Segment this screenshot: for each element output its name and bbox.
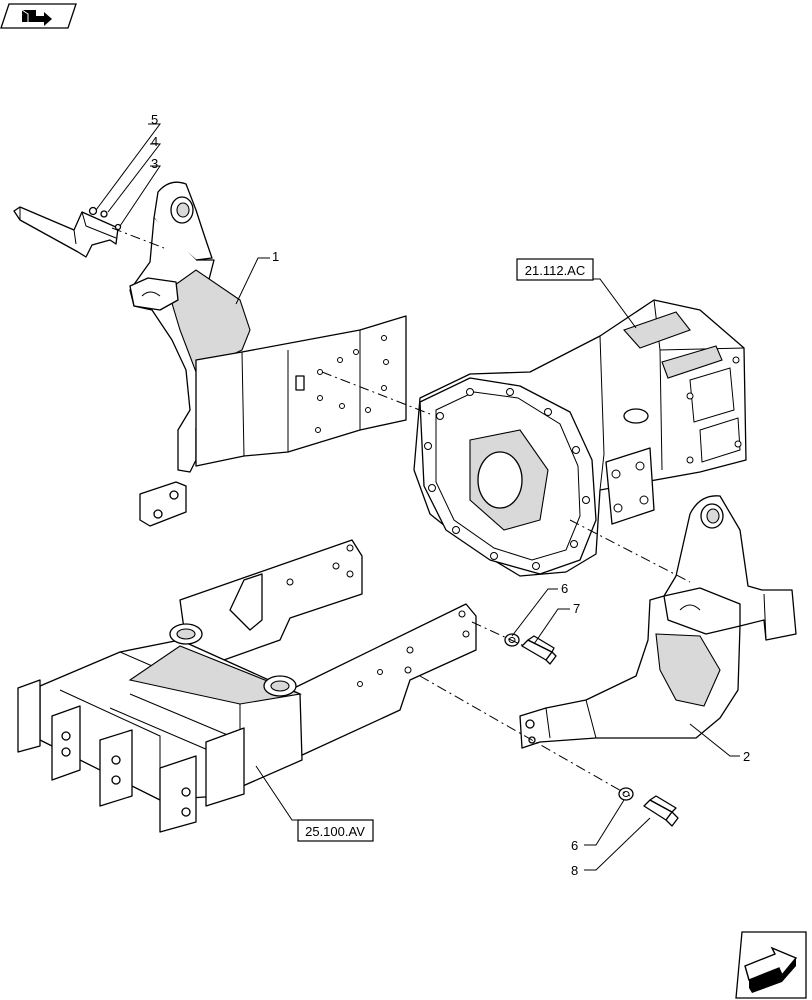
callout-numbers: 5 4 3 1 2 6 7 6 8 [151, 112, 750, 878]
reference-label-transmission: 21.112.AC [525, 263, 585, 278]
callout-1: 1 [272, 249, 279, 264]
front-frame-assembly [17, 539, 477, 833]
left-support-bracket-part-1 [129, 181, 407, 527]
transmission-housing [413, 299, 747, 577]
reference-box-transmission[interactable]: 21.112.AC [516, 258, 594, 281]
callout-6-lower: 6 [571, 838, 578, 853]
right-support-bracket-part-2 [519, 495, 797, 749]
next-page-arrow-icon[interactable] [735, 931, 807, 999]
book-arrow-icon[interactable] [0, 3, 77, 29]
callout-6-upper: 6 [561, 581, 568, 596]
reference-label-frame: 25.100.AV [305, 824, 365, 839]
callout-8: 8 [571, 863, 578, 878]
assembly-centerlines [111, 227, 691, 797]
bolt-part-8 [643, 795, 679, 827]
callout-4: 4 [151, 134, 158, 149]
callout-5: 5 [151, 112, 158, 127]
callout-2: 2 [743, 749, 750, 764]
reference-box-frame[interactable]: 25.100.AV [297, 819, 374, 842]
callout-3: 3 [151, 156, 158, 171]
small-bracket-part-3 [13, 206, 122, 258]
washer-part-6-lower [618, 787, 634, 801]
callout-7: 7 [573, 601, 580, 616]
bolt-part-7 [521, 635, 557, 665]
leader-lines [95, 123, 740, 871]
